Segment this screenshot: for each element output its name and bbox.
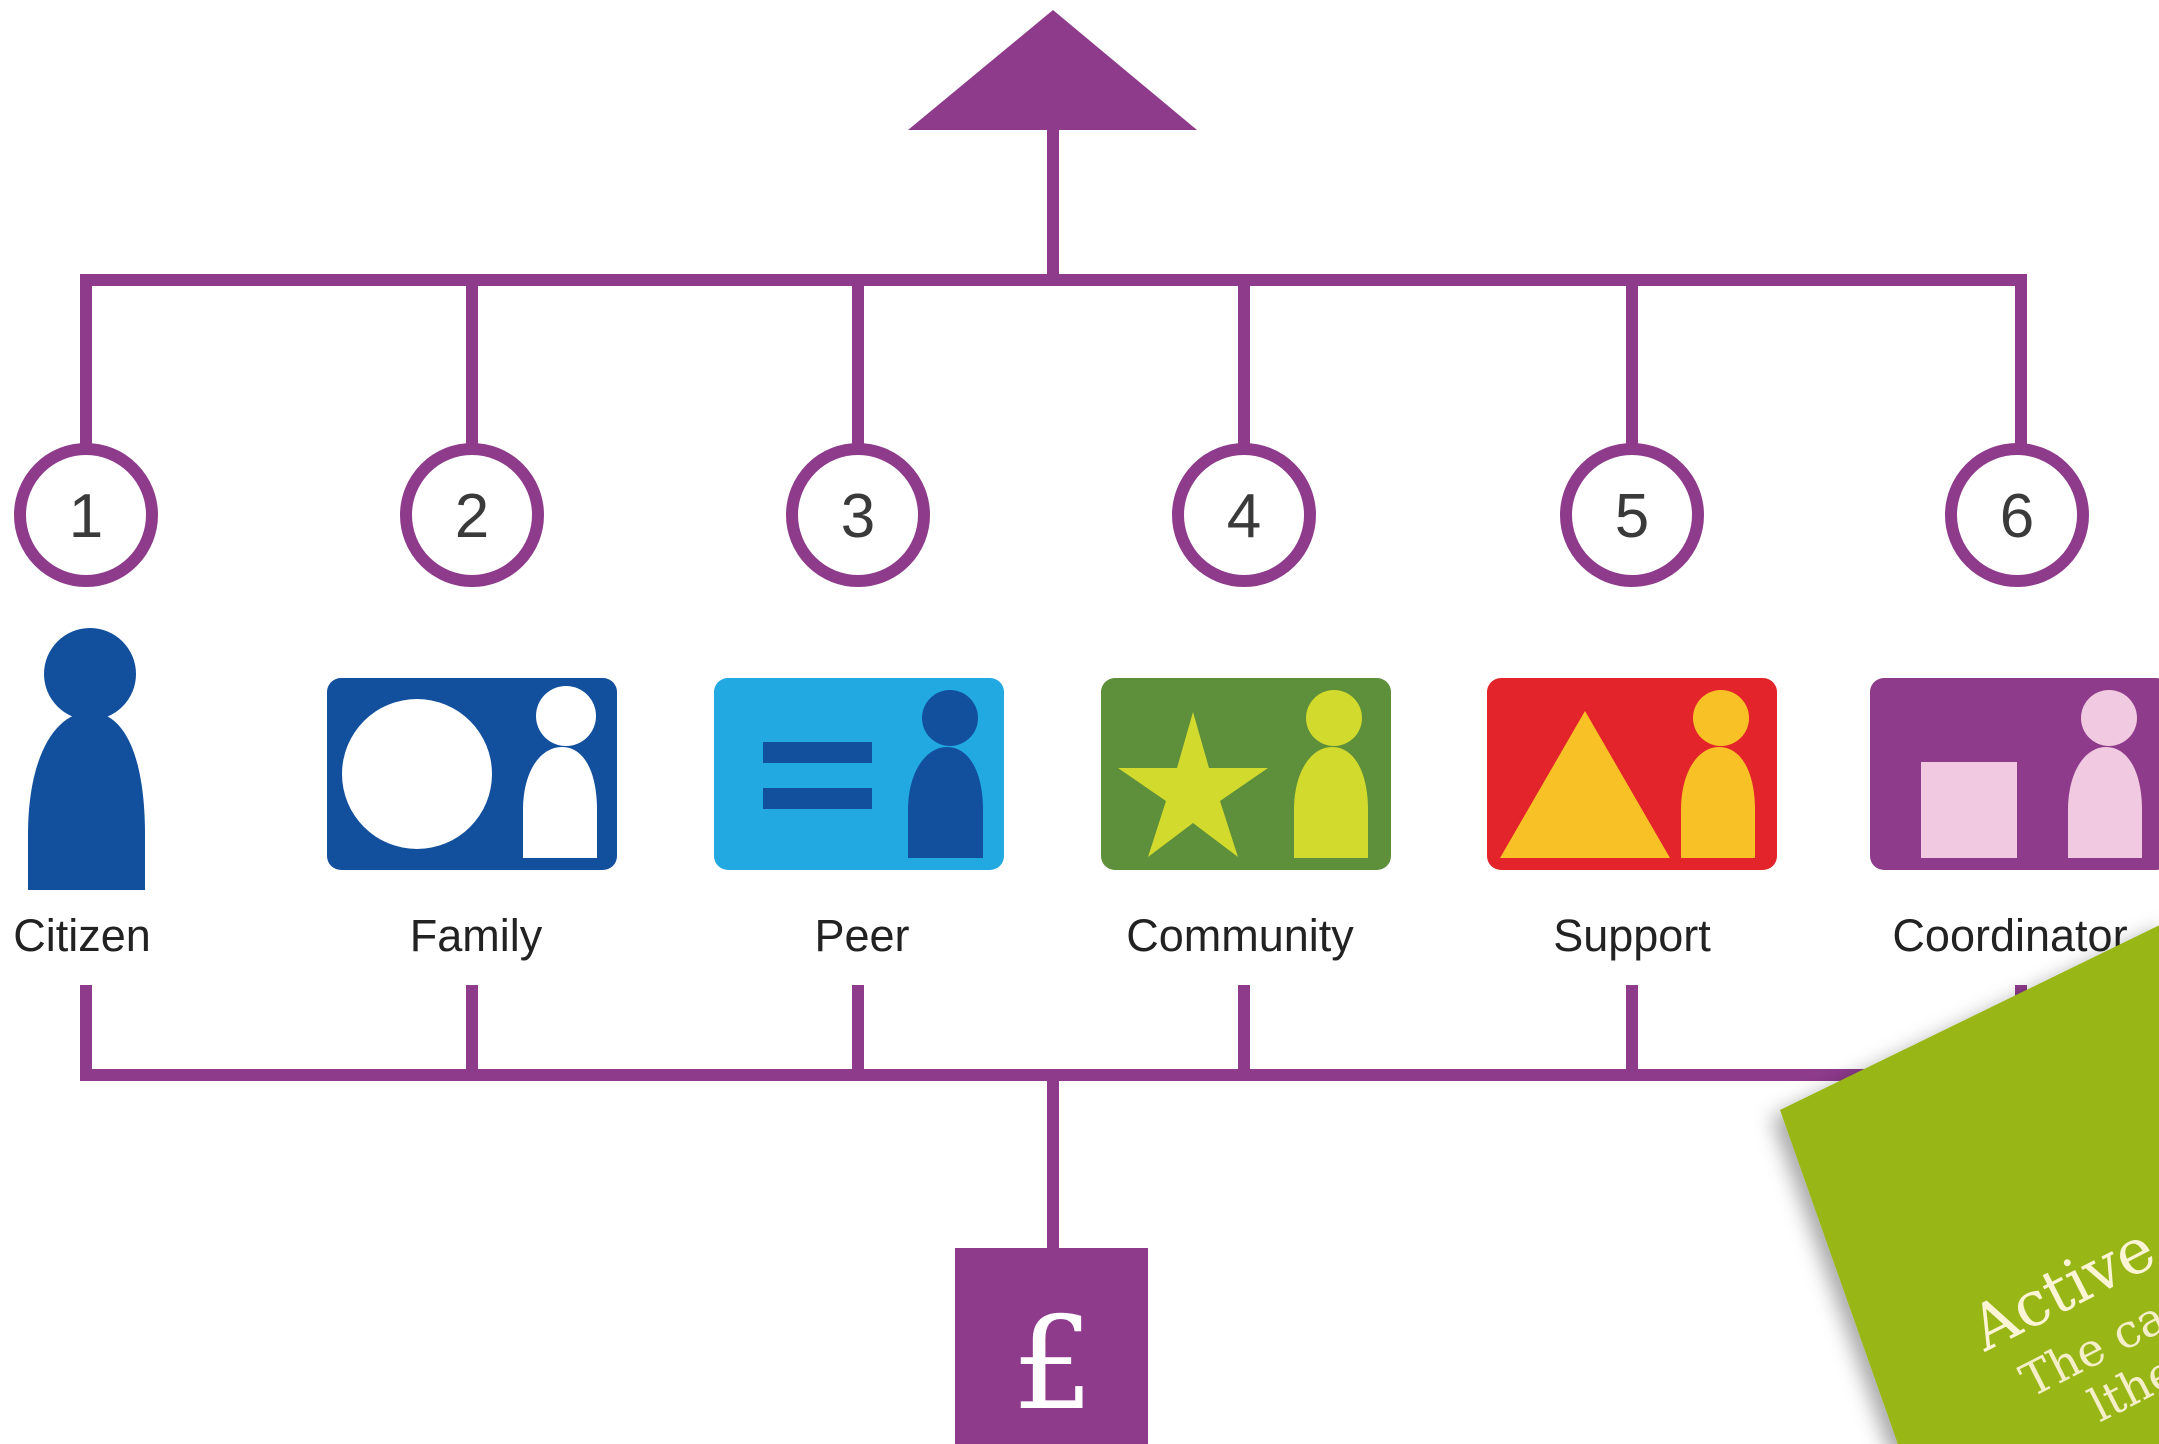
- node-number-5: 5: [1560, 443, 1704, 587]
- coordinator-square-icon: [1870, 678, 2159, 870]
- label-community: Community: [1126, 910, 1354, 961]
- node-number-1: 1: [14, 443, 158, 587]
- label-citizen: Citizen: [13, 910, 151, 961]
- label-peer: Peer: [814, 910, 909, 961]
- citizen-person-icon: [28, 628, 145, 890]
- label-coordinator: Coordinator: [1892, 910, 2127, 961]
- book-cover-image: [1780, 925, 2159, 1444]
- svg-text:3: 3: [841, 482, 875, 551]
- node-number-3: 3: [786, 443, 930, 587]
- node-number-6: 6: [1945, 443, 2089, 587]
- node-number-4: 4: [1172, 443, 1316, 587]
- svg-text:4: 4: [1227, 482, 1261, 551]
- arrow-up-icon: [908, 10, 1197, 130]
- bottom-bus-line: [80, 985, 2027, 1081]
- peer-equals-icon: [714, 678, 1004, 870]
- funding-box: £: [955, 1248, 1148, 1444]
- svg-text:5: 5: [1615, 482, 1649, 551]
- pound-icon: £: [1012, 1290, 1093, 1439]
- svg-text:2: 2: [455, 482, 489, 551]
- node-number-2: 2: [400, 443, 544, 587]
- family-circle-icon: [327, 678, 617, 870]
- top-bus-line: [80, 274, 2027, 445]
- label-family: Family: [410, 910, 543, 961]
- support-triangle-icon: [1487, 678, 1777, 870]
- community-star-icon: [1101, 678, 1391, 870]
- svg-text:6: 6: [2000, 482, 2034, 551]
- label-support: Support: [1553, 910, 1711, 961]
- svg-text:1: 1: [69, 482, 103, 551]
